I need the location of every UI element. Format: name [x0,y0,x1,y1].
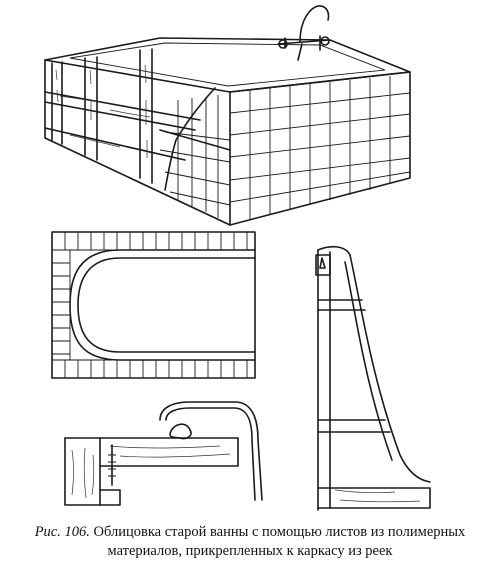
side-tiles [229,76,411,220]
side-cross-section [315,245,431,511]
wooden-frame [44,48,231,184]
bathtub-perspective-view [44,5,411,226]
caption-line-2: материалов, прикрепленных к каркасу из р… [107,543,393,559]
detail-cross-section [64,401,263,506]
faucet-icon [277,5,331,61]
bathtub-top-view [51,231,256,379]
figure-caption: Рис. 106. Облицовка старой ванны с помощ… [0,523,500,561]
front-tiles [159,87,231,218]
caption-line-1: Облицовка старой ванны с помощью листов … [93,524,466,540]
figure-label: Рис. 106. [34,524,90,540]
